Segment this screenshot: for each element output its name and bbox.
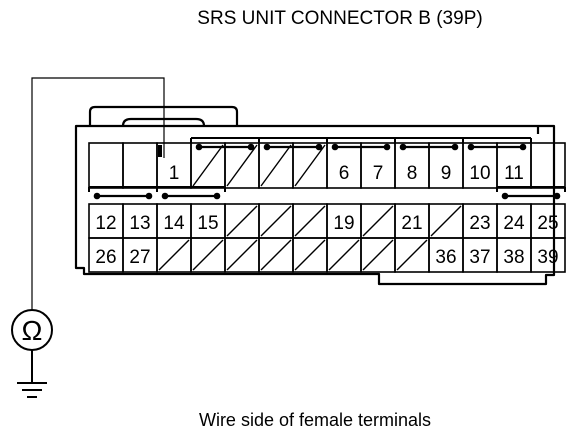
- unused-cavity-slash: [362, 239, 394, 271]
- terminal-number: 26: [95, 247, 116, 268]
- ground-icon: [17, 350, 47, 398]
- unused-cavity-slash: [260, 239, 292, 271]
- terminal-number: 14: [163, 213, 185, 234]
- unused-cavity-slash: [192, 144, 224, 187]
- short-bar-node: [145, 192, 153, 200]
- terminal-cavity: [530, 142, 566, 189]
- terminal-number: 12: [95, 213, 116, 234]
- terminal-number: 15: [197, 213, 218, 234]
- terminal-cavity: [530, 237, 566, 273]
- terminal-number: 25: [537, 213, 558, 234]
- short-bar-node: [383, 143, 391, 151]
- terminal-number: 6: [339, 163, 350, 184]
- short-bar-node: [451, 143, 459, 151]
- short-bar-node: [315, 143, 323, 151]
- short-bar-node: [263, 143, 271, 151]
- short-bar-node: [501, 192, 509, 200]
- short-bar-node: [195, 143, 203, 151]
- unused-cavity-slash: [226, 144, 258, 187]
- unused-cavity-slash: [294, 205, 326, 237]
- unused-cavity-slash: [158, 239, 190, 271]
- terminal-number: 8: [407, 163, 418, 184]
- diagram-caption: Wire side of female terminals: [199, 410, 431, 430]
- terminal-number: 19: [333, 213, 354, 234]
- terminal-number: 36: [435, 247, 456, 268]
- terminal-number: 13: [129, 213, 150, 234]
- terminal-grid: 1 6 7 8 9 10 11 12 13 14 15 19 21 23 24 25 26 27 36 37 38 39: [88, 142, 566, 273]
- unused-cavity-slash: [362, 205, 394, 237]
- terminal-number: 21: [401, 213, 422, 234]
- short-bar-node: [331, 143, 339, 151]
- terminal-cavity: [122, 142, 158, 189]
- terminal-number: 23: [469, 213, 490, 234]
- unused-cavity-slash: [328, 239, 360, 271]
- short-bar-node: [161, 192, 169, 200]
- terminal-number: 24: [503, 213, 525, 234]
- short-bar-node: [399, 143, 407, 151]
- short-bar-node: [93, 192, 101, 200]
- unused-cavity-slash: [260, 205, 292, 237]
- test-probe-lead: [31, 77, 165, 310]
- housing-outline: [74, 124, 556, 286]
- unused-cavity-slash: [396, 239, 428, 271]
- terminal-number: 11: [504, 163, 524, 184]
- unused-cavity-slash: [226, 239, 258, 271]
- short-bar-node: [213, 192, 221, 200]
- terminal-number: 37: [469, 247, 490, 268]
- ohm-symbol: Ω: [22, 315, 43, 346]
- terminal-number: 10: [469, 163, 490, 184]
- diagram-title: SRS UNIT CONNECTOR B (39P): [197, 8, 482, 29]
- probe-tip: [158, 145, 162, 157]
- unused-cavity-slash: [260, 144, 292, 187]
- unused-cavity-slash: [294, 239, 326, 271]
- short-bar-node: [519, 143, 527, 151]
- terminal-cavity: [88, 142, 124, 189]
- unused-cavity-slash: [430, 205, 462, 237]
- unused-cavity-slash: [192, 239, 224, 271]
- short-bar-node: [553, 192, 561, 200]
- terminal-number: 39: [537, 247, 558, 268]
- short-bar-node: [247, 143, 255, 151]
- ohmmeter-icon: Ω: [11, 309, 53, 351]
- short-bar-node: [467, 143, 475, 151]
- unused-cavity-slash: [226, 205, 258, 237]
- terminal-number: 27: [129, 247, 150, 268]
- probe-wire: [31, 77, 165, 310]
- unused-cavity-slash: [294, 144, 326, 187]
- terminal-number: 1: [169, 163, 180, 184]
- terminal-number: 7: [373, 163, 384, 184]
- terminal-number: 9: [441, 163, 452, 184]
- terminal-number: 38: [503, 247, 524, 268]
- short-bars: [88, 137, 566, 200]
